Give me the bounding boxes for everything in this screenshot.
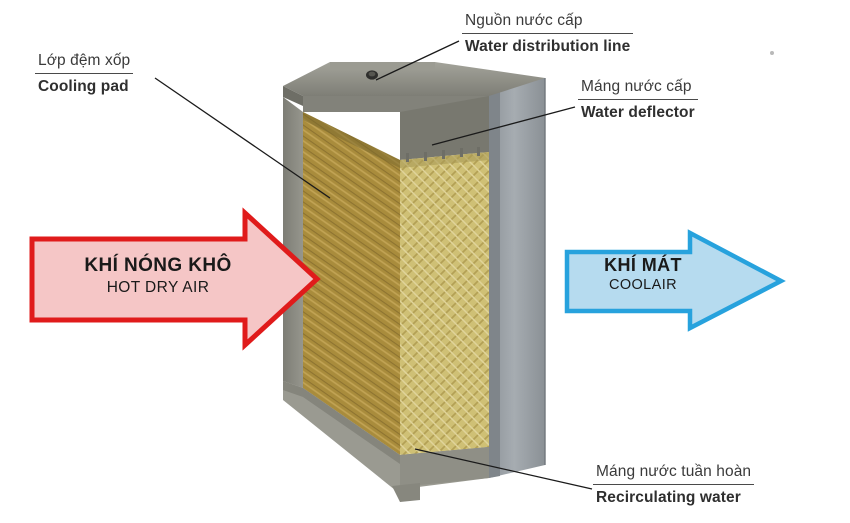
- callout-water-deflector-rule: [578, 99, 698, 101]
- callout-recirculating-water-en: Recirculating water: [596, 489, 741, 507]
- leader-water-distribution: [375, 40, 460, 81]
- left-frame-upright: [283, 97, 303, 388]
- top-frame-cap: [283, 62, 545, 160]
- callout-cooling-pad: Lớp đệm xốp Cooling pad: [35, 50, 134, 99]
- callout-cooling-pad-vi: Lớp đệm xốp: [38, 52, 131, 69]
- recirculating-water-basin: [283, 381, 489, 502]
- callout-cooling-pad-rule: [35, 73, 134, 75]
- cooling-pad-side-face: [303, 112, 400, 455]
- callout-water-distribution-line-en: Water distribution line: [465, 38, 631, 56]
- callout-water-distribution-line: Nguồn nước cấp Water distribution line: [462, 10, 634, 59]
- callout-recirculating-water-vi: Máng nước tuần hoàn: [596, 463, 752, 480]
- callout-water-distribution-line-vi: Nguồn nước cấp: [465, 12, 583, 29]
- leader-water-deflector: [431, 106, 576, 146]
- cooling-pad-front-face: [400, 147, 489, 455]
- water-deflector-teeth: [406, 147, 480, 162]
- support-foot: [392, 483, 420, 502]
- callout-recirculating-water: Máng nước tuần hoàn Recirculating water: [593, 461, 755, 510]
- hot-dry-air-arrow: [29, 207, 321, 351]
- callout-recirculating-water-rule: [593, 484, 755, 486]
- callout-water-distribution-line-rule: [462, 33, 634, 35]
- back-panel: [489, 78, 546, 478]
- leader-lines: [154, 40, 593, 490]
- cool-air-arrow: [564, 229, 786, 332]
- leader-cooling-pad: [154, 77, 331, 199]
- callout-water-deflector-en: Water deflector: [581, 104, 695, 122]
- image-speck-artifact: [770, 51, 774, 55]
- callout-water-deflector-vi: Máng nước cấp: [581, 78, 692, 95]
- leader-recirculating-water: [414, 448, 593, 490]
- callout-water-deflector: Máng nước cấp Water deflector: [578, 76, 698, 125]
- callout-cooling-pad-en: Cooling pad: [38, 78, 129, 96]
